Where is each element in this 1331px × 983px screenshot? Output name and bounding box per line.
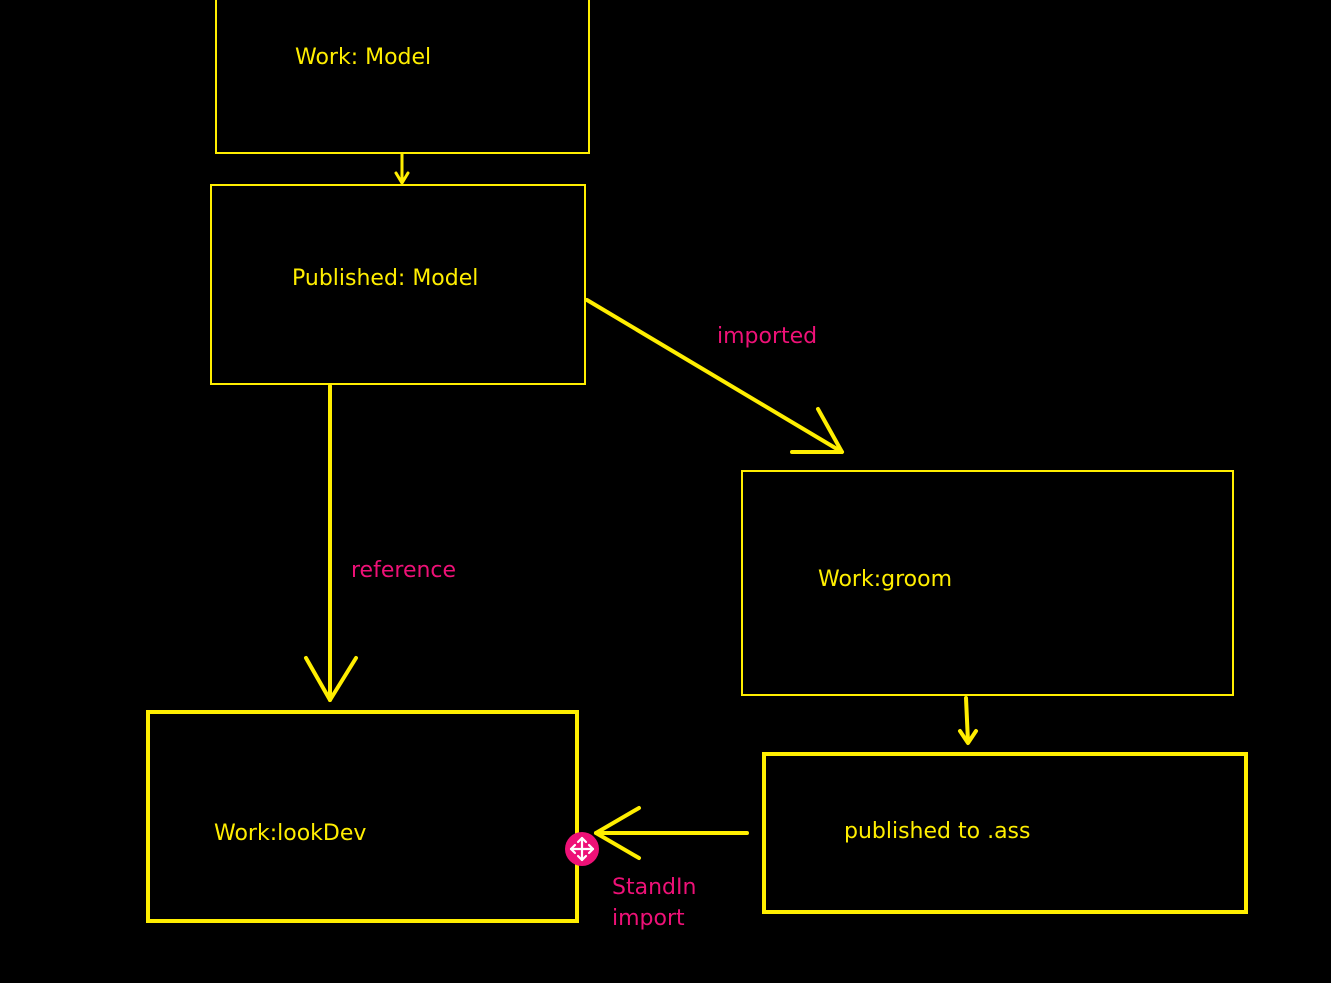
node-published-ass[interactable] — [762, 752, 1248, 914]
node-work-lookdev[interactable] — [146, 710, 579, 923]
move-arrows-icon[interactable] — [565, 832, 599, 866]
edge-label-imported: imported — [717, 324, 818, 349]
node-work-groom[interactable] — [741, 470, 1234, 696]
node-published-model[interactable] — [210, 184, 586, 385]
arrow-reference — [304, 384, 358, 702]
edge-label-standin: StandIn — [612, 875, 697, 900]
arrow-standin-import — [594, 806, 749, 860]
node-published-model-label: Published: Model — [292, 266, 479, 291]
node-work-model-label: Work: Model — [295, 45, 432, 70]
node-work-lookdev-label: Work:lookDev — [214, 821, 367, 846]
node-published-ass-label: published to .ass — [844, 819, 1031, 844]
arrow-imported — [585, 298, 844, 454]
edge-label-import: import — [612, 906, 685, 931]
node-work-model[interactable] — [215, 0, 590, 154]
node-work-groom-label: Work:groom — [818, 567, 952, 592]
arrow-groom-to-ass — [958, 696, 978, 745]
arrow-model-to-published — [394, 152, 410, 185]
edge-label-reference: reference — [351, 558, 457, 583]
